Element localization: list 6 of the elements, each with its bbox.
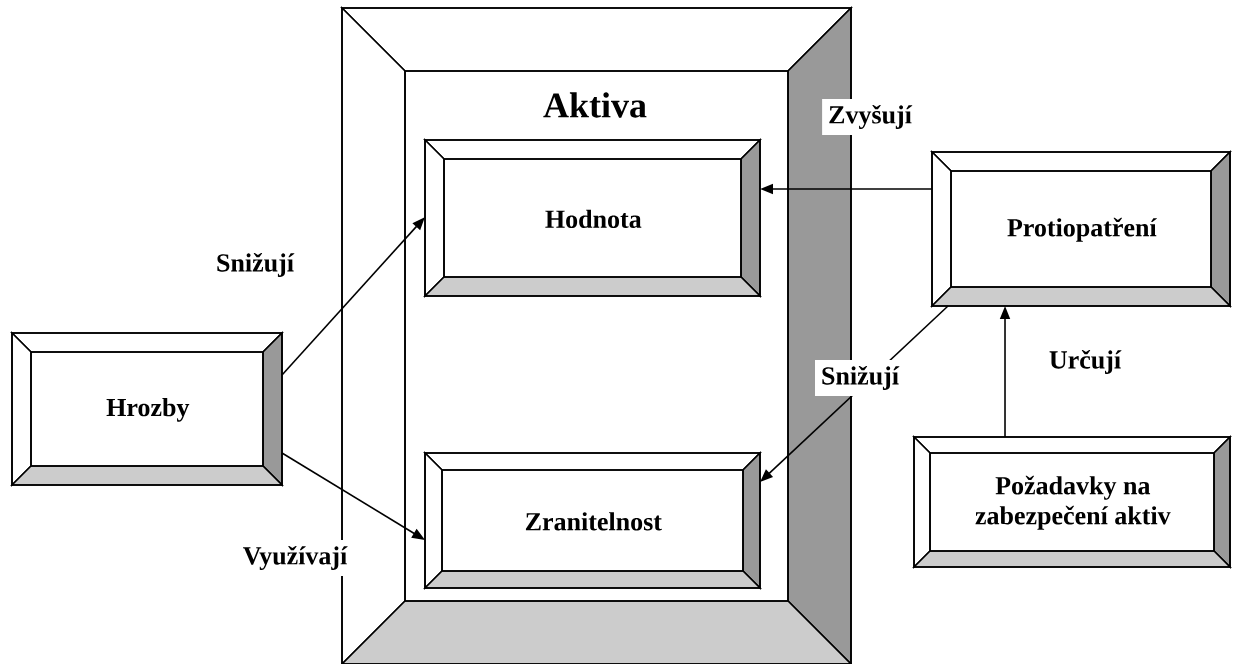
edge-label: Určují	[1042, 344, 1128, 380]
edge-label: Snižují	[210, 247, 300, 283]
edge-label: Využívají	[236, 540, 354, 576]
arrow	[281, 217, 425, 376]
edge-label: Zvyšují	[822, 99, 918, 135]
edge-label: Snižují	[815, 360, 906, 396]
